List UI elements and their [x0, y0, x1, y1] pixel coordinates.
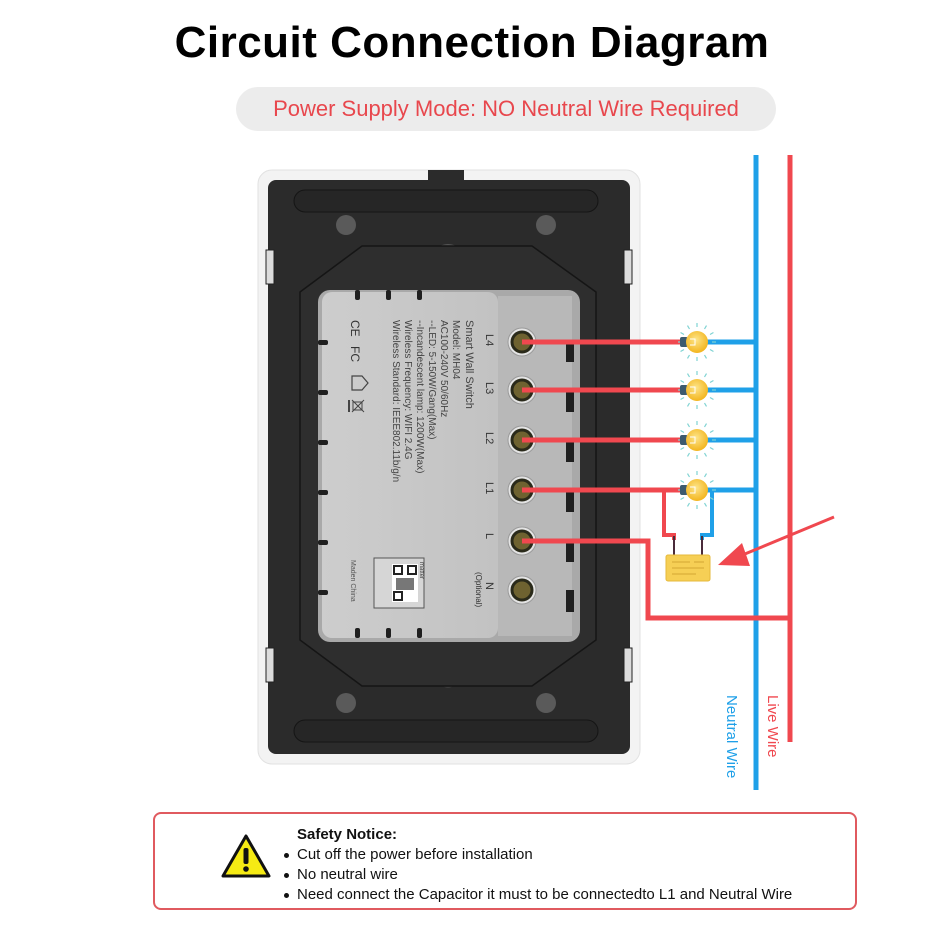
- side-clip: [265, 249, 275, 285]
- power-mode-badge: Power Supply Mode: NO Neutral Wire Requi…: [236, 87, 776, 131]
- panel-notches: [318, 290, 574, 638]
- light-bulb-icon: [678, 471, 716, 509]
- safety-notice-list: Cut off the power before installation No…: [281, 845, 792, 905]
- neutral-wire-label: Neutral Wire: [723, 695, 740, 778]
- mounting-slot: [293, 189, 599, 213]
- label-line: --Incandescent lamp: 1200W(Max): [414, 320, 425, 473]
- terminal-note: (Optional): [474, 572, 483, 607]
- mounting-slot: [293, 719, 599, 743]
- terminal-n: N(Optional): [474, 572, 537, 607]
- bulb-filament: [690, 338, 696, 346]
- screw-hole: [336, 215, 356, 235]
- label-line: AC100-240V 50/60Hz: [438, 320, 449, 417]
- safety-notice-item: Cut off the power before installation: [283, 845, 792, 865]
- screw-hole: [336, 693, 356, 713]
- safety-notice-item: Need connect the Capacitor it must to be…: [283, 886, 793, 903]
- terminal-label: L1: [483, 482, 495, 494]
- light-bulb-icon: [678, 421, 716, 459]
- label-line: --LED: 5-150W/Gang(Max): [426, 320, 437, 439]
- home-icon: [351, 375, 369, 391]
- terminal-screw: [510, 578, 534, 602]
- light-bulb-icon: [678, 371, 716, 409]
- terminal-strip: [498, 296, 572, 636]
- live-wire-label: Live Wire: [764, 695, 781, 758]
- product-label: Smart Wall Switch Model: MH04 AC100-240V…: [348, 320, 475, 602]
- ce-mark-icon: CE: [348, 320, 362, 337]
- label-line: Model: MH04: [450, 320, 461, 380]
- bulb-base: [680, 385, 688, 395]
- terminal-label: L2: [483, 432, 495, 444]
- terminal-label: L: [483, 533, 495, 539]
- warning-icon: [221, 834, 271, 878]
- bulb-glass: [686, 331, 708, 353]
- label-panel: [322, 292, 498, 638]
- bulb-glass: [686, 379, 708, 401]
- safety-notice-item: No neutral wire: [283, 865, 792, 885]
- fcc-mark-icon: FC: [348, 346, 362, 362]
- power-mode-text: Power Supply Mode: NO Neutral Wire Requi…: [273, 96, 739, 121]
- light-bulb-icon: [678, 323, 716, 361]
- smart-switch-back: Smart Wall Switch Model: MH04 AC100-240V…: [257, 169, 641, 765]
- page-title: Circuit Connection Diagram: [174, 18, 770, 67]
- bulb-base: [680, 485, 688, 495]
- label-line: Wireless Standard: IEEE802.11b/g/n: [390, 320, 401, 482]
- safety-notice: Safety Notice: Cut off the power before …: [153, 812, 857, 910]
- capacitor-pointer-arrow: [718, 515, 835, 566]
- terminal-label: L4: [483, 334, 495, 346]
- terminal-label: L3: [483, 382, 495, 394]
- capacitor: [665, 536, 711, 582]
- qr-sticker: matter: [373, 557, 425, 609]
- bulb-base: [680, 337, 688, 347]
- screw-hole: [536, 693, 556, 713]
- bulb-filament: [690, 436, 696, 444]
- supply-live-wire: [522, 538, 790, 621]
- terminal-label: N: [483, 582, 495, 590]
- bulb-group: [678, 323, 716, 509]
- capacitor-live-lead: [662, 490, 676, 540]
- screw-hole: [536, 215, 556, 235]
- side-clip: [623, 249, 633, 285]
- side-clip: [265, 647, 275, 683]
- bulb-base: [680, 435, 688, 445]
- made-in-text: Maden China: [349, 560, 356, 602]
- matter-brand-text: matter: [418, 562, 424, 579]
- bulb-filament: [690, 486, 696, 494]
- bulb-filament: [690, 386, 696, 394]
- top-tab: [428, 170, 464, 182]
- safety-notice-heading: Safety Notice:: [297, 826, 398, 843]
- bulb-glass: [686, 479, 708, 501]
- label-line: Wireless Frequency: WIFI 2.4G: [402, 320, 413, 460]
- bulb-glass: [686, 429, 708, 451]
- weee-bin-icon: [348, 399, 365, 413]
- label-line: Smart Wall Switch: [463, 320, 475, 409]
- side-clip: [623, 647, 633, 683]
